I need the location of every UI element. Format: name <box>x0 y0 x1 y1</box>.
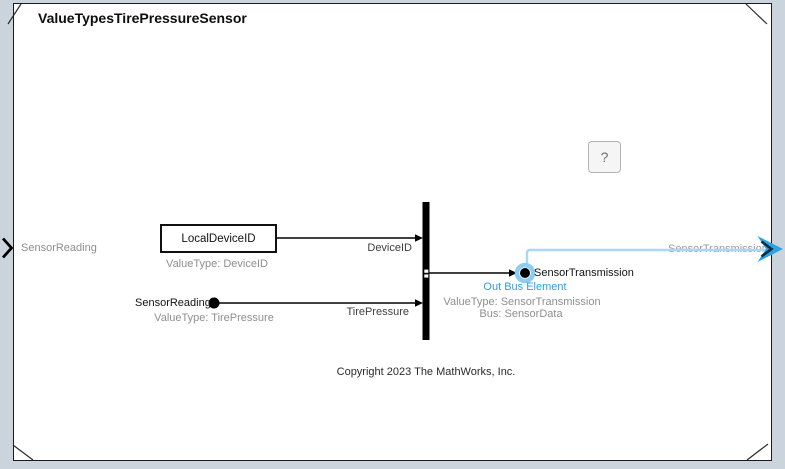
out-bus-element-type-label: Out Bus Element <box>483 281 567 293</box>
out-bus-element-valuetype-annotation: ValueType: SensorTransmission <box>443 296 601 308</box>
edge-output-signal-label: SensorTransmission <box>668 243 768 255</box>
signal-label-tirepressure[interactable]: TirePressure <box>346 306 409 318</box>
input-port-label[interactable]: SensorReading <box>21 242 97 254</box>
model-title: ValueTypesTirePressureSensor <box>38 10 247 26</box>
help-button[interactable]: ? <box>588 141 621 173</box>
model-canvas[interactable] <box>13 3 772 461</box>
copyright-annotation: Copyright 2023 The MathWorks, Inc. <box>336 366 516 378</box>
signal-label-deviceid[interactable]: DeviceID <box>367 242 412 254</box>
out-bus-element-bus-annotation: Bus: SensorData <box>479 308 563 320</box>
in-bus-element-label[interactable]: SensorReading <box>135 297 211 309</box>
in-bus-element-valuetype-annotation: ValueType: TirePressure <box>154 312 274 324</box>
local-device-id-valuetype-annotation: ValueType: DeviceID <box>166 258 268 270</box>
input-port-chevron-icon[interactable] <box>1 237 14 259</box>
out-bus-element-label[interactable]: SensorTransmission <box>534 267 634 279</box>
local-device-id-block-label: LocalDeviceID <box>181 232 256 245</box>
local-device-id-block[interactable]: LocalDeviceID <box>160 224 277 253</box>
